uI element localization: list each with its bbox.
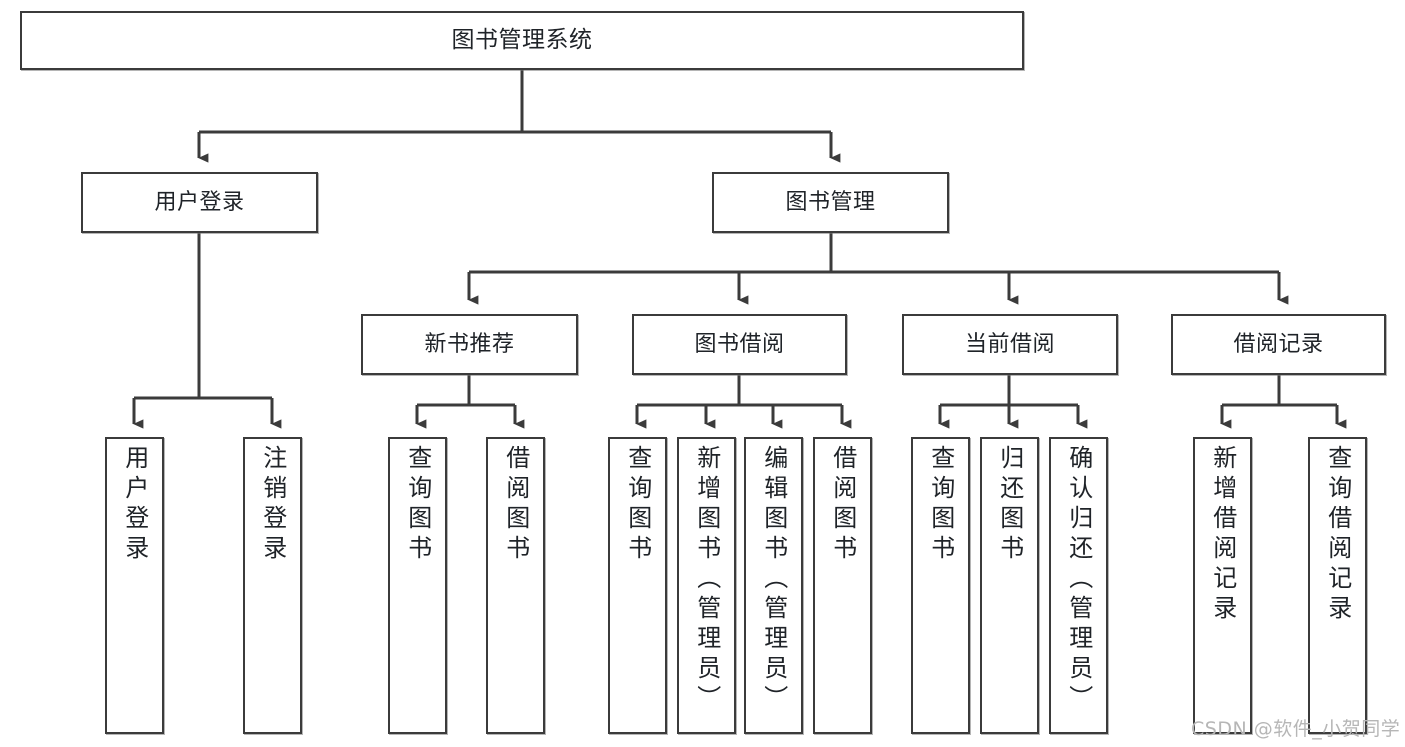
- node-user-login[interactable]: 用户登录: [81, 172, 318, 233]
- node-leaf-current-query-book[interactable]: 查询图书: [911, 437, 970, 734]
- node-leaf-current-confirm-return-admin[interactable]: 确认归还（管理员）: [1049, 437, 1108, 734]
- node-label: 新增图书（管理员）: [692, 445, 721, 715]
- node-book-management[interactable]: 图书管理: [712, 172, 949, 233]
- node-leaf-record-add[interactable]: 新增借阅记录: [1193, 437, 1252, 734]
- node-label: 借阅记录: [1233, 331, 1324, 357]
- node-label: 查询图书: [403, 445, 432, 565]
- node-label: 图书管理系统: [451, 26, 593, 53]
- node-label: 图书借阅: [694, 331, 785, 357]
- node-label: 用户登录: [120, 445, 149, 565]
- node-label: 注销登录: [258, 445, 287, 565]
- node-current-borrow[interactable]: 当前借阅: [902, 314, 1118, 375]
- node-label: 借阅图书: [501, 445, 530, 565]
- node-leaf-current-return-book[interactable]: 归还图书: [980, 437, 1039, 734]
- node-new-book-recommend[interactable]: 新书推荐: [361, 314, 578, 375]
- node-label: 新书推荐: [424, 331, 515, 357]
- node-label: 确认归还（管理员）: [1064, 445, 1093, 715]
- node-book-borrow[interactable]: 图书借阅: [632, 314, 847, 375]
- node-label: 编辑图书（管理员）: [759, 445, 788, 715]
- node-leaf-user-login[interactable]: 用户登录: [105, 437, 164, 734]
- node-label: 用户登录: [154, 189, 245, 215]
- node-leaf-borrow-add-book-admin[interactable]: 新增图书（管理员）: [677, 437, 736, 734]
- node-leaf-borrow-lend-book[interactable]: 借阅图书: [813, 437, 872, 734]
- node-label: 图书管理: [785, 189, 876, 215]
- csdn-watermark: CSDN @软件_小贺同学: [1191, 718, 1401, 740]
- node-label: 归还图书: [995, 445, 1024, 565]
- node-leaf-borrow-edit-book-admin[interactable]: 编辑图书（管理员）: [744, 437, 803, 734]
- node-label: 查询图书: [926, 445, 955, 565]
- node-borrow-record[interactable]: 借阅记录: [1171, 314, 1386, 375]
- node-root-book-management-system[interactable]: 图书管理系统: [20, 11, 1024, 70]
- node-leaf-recommend-query-book[interactable]: 查询图书: [388, 437, 447, 734]
- node-leaf-user-logout[interactable]: 注销登录: [243, 437, 302, 734]
- node-leaf-borrow-query-book[interactable]: 查询图书: [608, 437, 667, 734]
- node-label: 借阅图书: [828, 445, 857, 565]
- node-leaf-recommend-borrow-book[interactable]: 借阅图书: [486, 437, 545, 734]
- node-leaf-record-query[interactable]: 查询借阅记录: [1308, 437, 1367, 734]
- node-label: 当前借阅: [964, 331, 1055, 357]
- node-label: 新增借阅记录: [1208, 445, 1237, 625]
- node-label: 查询借阅记录: [1323, 445, 1352, 625]
- node-label: 查询图书: [623, 445, 652, 565]
